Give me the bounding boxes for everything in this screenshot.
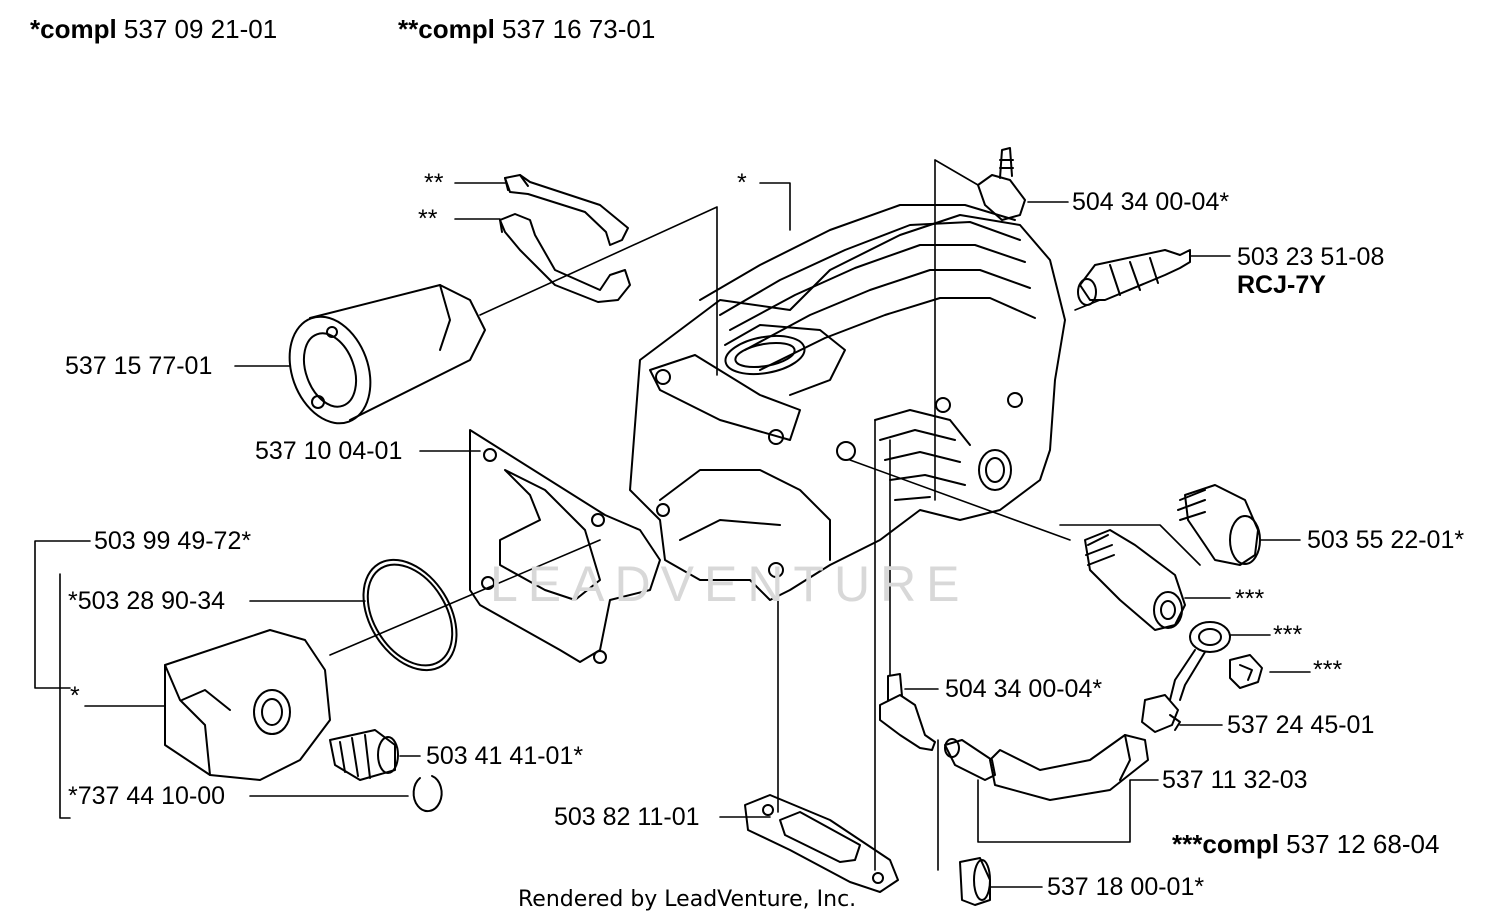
label-base-gasket: 537 10 04-01 (255, 437, 403, 465)
leader-lines (35, 160, 1310, 887)
label-banjo: *** (1273, 621, 1303, 649)
label-small-plug: 537 18 00-01* (1047, 873, 1205, 901)
label-piston: * (70, 682, 80, 710)
intake-clamp-lower (500, 214, 630, 302)
screw-plug (1178, 485, 1260, 565)
label-hose-clamp: 537 24 45-01 (1227, 711, 1375, 739)
label-spark-plug: 503 23 51-08 (1237, 243, 1385, 271)
banjo-fitting (1170, 622, 1262, 700)
exhaust-gasket (745, 795, 898, 892)
label-piston-ring: *503 28 90-34 (68, 587, 226, 615)
cylinder (630, 205, 1065, 600)
label-hose: 537 11 32-03 (1162, 766, 1308, 794)
label-screw-plug: 503 55 22-01* (1307, 526, 1465, 554)
label-exhaust-gasket: 503 82 11-01 (554, 803, 700, 831)
small-fitting (945, 739, 995, 780)
watermark: LEADVENTURE (490, 556, 970, 612)
compl-label-1: *compl 537 09 21-01 (30, 14, 277, 44)
piston-ring (344, 543, 475, 687)
decompression-valve (1085, 530, 1185, 630)
label-bearing: 503 41 41-01* (426, 742, 584, 770)
label-nipple-mid: 504 34 00-04* (945, 675, 1103, 703)
intake-clamp-upper (505, 175, 628, 245)
intake-boot (275, 285, 485, 435)
label-pin: *737 44 10-00 (68, 782, 226, 810)
small-plug (960, 858, 990, 905)
label-piston-kit: 503 99 49-72* (94, 527, 252, 555)
label-banjo-screw: *** (1313, 656, 1343, 684)
compl-label-3: ***compl 537 12 68-04 (1172, 829, 1439, 859)
label-plug-type: RCJ-7Y (1237, 271, 1326, 299)
label-intake: 537 15 77-01 (65, 352, 213, 380)
compl-number-2: 537 16 73-01 (502, 14, 656, 44)
compl-prefix-2: **compl (398, 14, 495, 44)
compl-number-3: 537 12 68-04 (1286, 829, 1440, 859)
label-clamp-lower: ** (418, 205, 438, 233)
needle-bearing (330, 730, 398, 780)
label-nipple-top: 504 34 00-04* (1072, 188, 1230, 216)
piston (165, 630, 330, 780)
compl-prefix-3: ***compl (1172, 829, 1279, 859)
base-gasket (470, 430, 660, 663)
circlip (414, 776, 442, 811)
compl-prefix-1: *compl (30, 14, 117, 44)
label-clamp-upper: ** (424, 169, 444, 197)
footer-credit: Rendered by LeadVenture, Inc. (518, 887, 857, 912)
nipple-mid (880, 674, 935, 750)
compl-label-2: **compl 537 16 73-01 (398, 14, 655, 44)
hose-clamp (1142, 695, 1180, 732)
label-valve: *** (1235, 585, 1265, 613)
fuel-hose (990, 735, 1148, 800)
decompression-nipple-top (978, 148, 1025, 220)
spark-plug (1078, 250, 1190, 305)
compl-number-1: 537 09 21-01 (123, 14, 278, 44)
label-cylinder: * (737, 169, 747, 197)
